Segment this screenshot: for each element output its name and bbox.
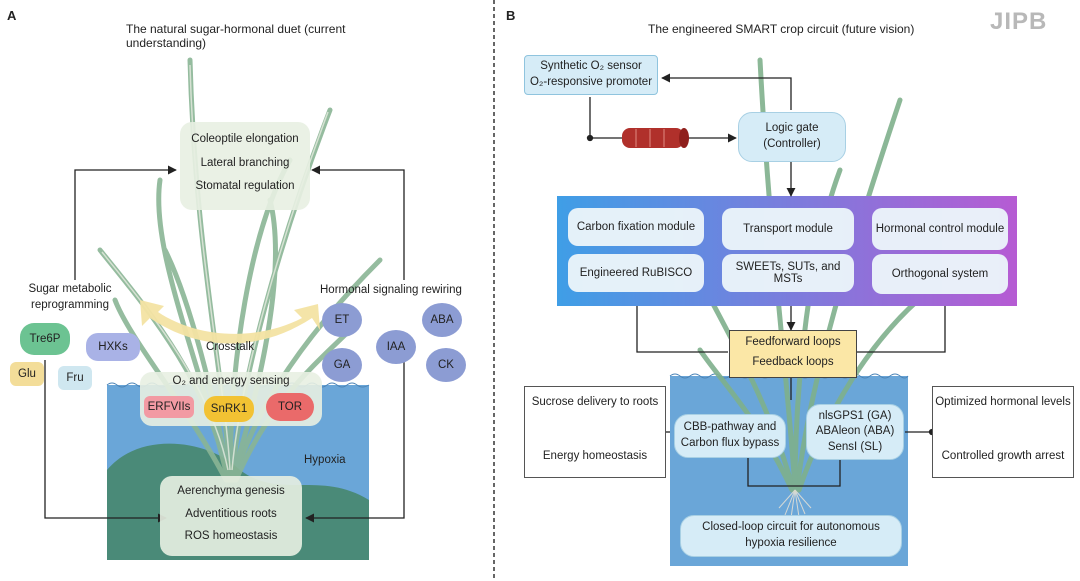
crosstalk-arrow [140,300,320,344]
growth-arrest-label: Controlled growth arrest [941,449,1065,462]
sugar-label: Sugar metabolic reprogramming [28,283,112,311]
roots [778,489,812,519]
dna-plasmid-icon [622,128,689,148]
outcome-coleoptile: Coleoptile elongation [191,133,299,145]
carbon-module-detail: Engineered RuBISCO [568,254,704,292]
sucrose-box: Sucrose delivery to roots Energy homeost… [524,386,666,478]
outcome-lateral: Lateral branching [200,156,290,169]
energy-homeostasis-label: Energy homeostasis [542,449,648,462]
cbb-pathway-box: CBB-pathway and Carbon flux bypass [674,414,786,458]
ck-blob: CK [426,348,466,382]
tre6p-blob: Tre6P [20,323,70,355]
hxks-blob: HXKs [86,333,140,361]
optimized-hormones-label: Optimized hormonal levels [935,396,1071,408]
hormonal-module-detail: Orthogonal system [872,254,1008,294]
sucrose-delivery-label: Sucrose delivery to roots [531,396,659,408]
o2-sensor-line1: Synthetic O₂ sensor [540,60,642,72]
outcome-ros: ROS homeostasis [184,530,278,543]
outcome-aerenchyma: Aerenchyma genesis [177,485,285,497]
outcome-adventitious: Adventitious roots [185,507,277,520]
closed-loop-box: Closed-loop circuit for autonomous hypox… [680,515,902,557]
iaa-blob: IAA [376,330,416,364]
aba-blob: ABA [422,303,462,337]
o2-sensor-line2: O₂-responsive promoter [529,75,653,88]
transport-module-detail: SWEETs, SUTs, and MSTs [722,254,854,292]
top-outcomes-box: Coleoptile elongation Lateral branching … [180,122,310,210]
transport-module-title: Transport module [722,208,854,250]
feedforward-label: Feedforward loops [745,336,841,348]
glu-blob: Glu [10,362,44,386]
crosstalk-label: Crosstalk [206,341,254,353]
logic-gate-box: Logic gate (Controller) [738,112,846,162]
biosensor-box: nlsGPS1 (GA) ABAleon (ABA) SensI (SL) [806,404,904,460]
fru-blob: Fru [58,366,92,390]
carbon-module-title: Carbon fixation module [568,208,704,246]
hormone-levels-box: Optimized hormonal levels Controlled gro… [932,386,1074,478]
panel-a-title: The natural sugar-hormonal duet (current… [126,22,346,50]
tor-blob: TOR [266,393,314,421]
hypoxia-label: Hypoxia [304,454,346,466]
panel-b-title: The engineered SMART crop circuit (futur… [648,22,915,36]
erfviis-blob: ERFVIIs [144,396,194,418]
sensing-title: O₂ and energy sensing [172,375,290,387]
outcome-stomatal: Stomatal regulation [195,180,295,193]
et-blob: ET [322,303,362,337]
loops-box: Feedforward loops Feedback loops [729,330,857,378]
ga-blob: GA [322,348,362,382]
jipb-logo: JIPB [990,8,1048,35]
hormonal-module-title: Hormonal control module [872,208,1008,250]
snrk1-blob: SnRK1 [204,396,254,422]
hormone-label: Hormonal signaling rewiring [320,284,462,296]
panel-b-letter: B [506,8,516,23]
feedback-label: Feedback loops [752,355,834,368]
o2-sensor-box: Synthetic O₂ sensor O₂-responsive promot… [524,55,658,95]
panel-a-letter: A [7,8,17,23]
bottom-outcomes-box: Aerenchyma genesis Adventitious roots RO… [160,476,302,556]
